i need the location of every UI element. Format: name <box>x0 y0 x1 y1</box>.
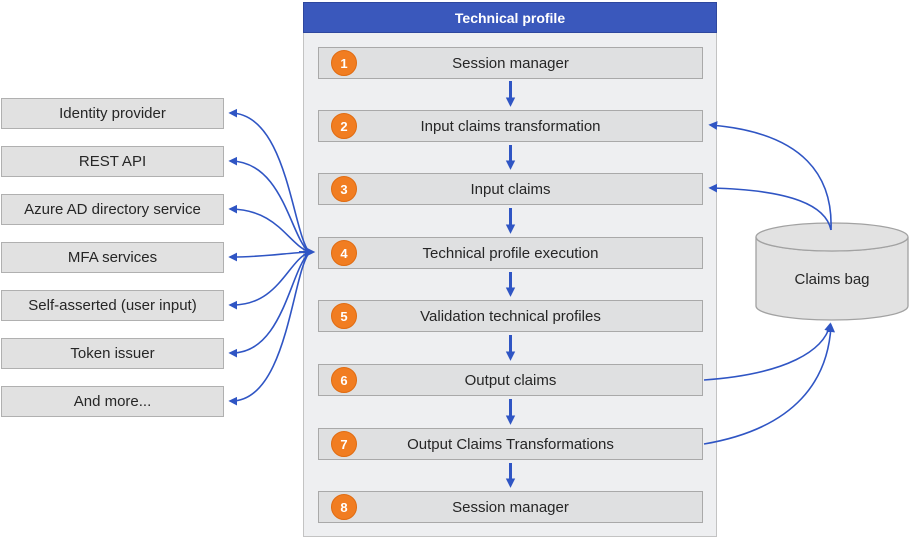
panel-title: Technical profile <box>454 9 566 26</box>
step-label: Output Claims Transformations <box>407 435 614 453</box>
source-label: Azure AD directory service <box>24 201 201 218</box>
fan-arrows <box>228 108 316 406</box>
source-label: MFA services <box>67 249 158 266</box>
source-box-and-more: And more... <box>1 386 224 417</box>
step-number-badge: 8 <box>331 494 357 520</box>
step-label: Input claims <box>470 180 551 198</box>
step-box-validation-technical-profiles: 5 Validation technical profiles <box>318 300 703 332</box>
source-label: Token issuer <box>70 345 155 362</box>
step-box-session-manager-8: 8 Session manager <box>318 491 703 523</box>
step-box-session-manager-1: 1 Session manager <box>318 47 703 79</box>
step-box-output-claims: 6 Output claims <box>318 364 703 396</box>
panel-header: Technical profile <box>303 2 717 33</box>
source-box-token-issuer: Token issuer <box>1 338 224 369</box>
source-label: REST API <box>78 153 147 170</box>
step-label: Validation technical profiles <box>420 307 601 325</box>
step-number-badge: 4 <box>331 240 357 266</box>
step-number-badge: 1 <box>331 50 357 76</box>
step-box-input-claims: 3 Input claims <box>318 173 703 205</box>
step-label: Input claims transformation <box>420 117 601 135</box>
step-number-badge: 5 <box>331 303 357 329</box>
source-box-rest-api: REST API <box>1 146 224 177</box>
claims-bag-label: Claims bag <box>794 271 870 288</box>
step-box-input-claims-transformation: 2 Input claims transformation <box>318 110 703 142</box>
step-box-output-claims-transformations: 7 Output Claims Transformations <box>318 428 703 460</box>
step-box-technical-profile-execution: 4 Technical profile execution <box>318 237 703 269</box>
step-label: Output claims <box>464 371 557 389</box>
source-label: Self-asserted (user input) <box>28 297 197 314</box>
technical-profile-panel <box>303 32 717 537</box>
source-box-identity-provider: Identity provider <box>1 98 224 129</box>
source-box-mfa-services: MFA services <box>1 242 224 273</box>
step-number-badge: 6 <box>331 367 357 393</box>
source-box-azure-ad-directory: Azure AD directory service <box>1 194 224 225</box>
step-number-badge: 7 <box>331 431 357 457</box>
source-box-self-asserted: Self-asserted (user input) <box>1 290 224 321</box>
step-label: Session manager <box>452 54 569 72</box>
source-label: Identity provider <box>59 105 166 122</box>
step-number-badge: 2 <box>331 113 357 139</box>
step-label: Technical profile execution <box>422 244 599 262</box>
step-number-badge: 3 <box>331 176 357 202</box>
source-label: And more... <box>73 393 152 410</box>
step-label: Session manager <box>452 498 569 516</box>
